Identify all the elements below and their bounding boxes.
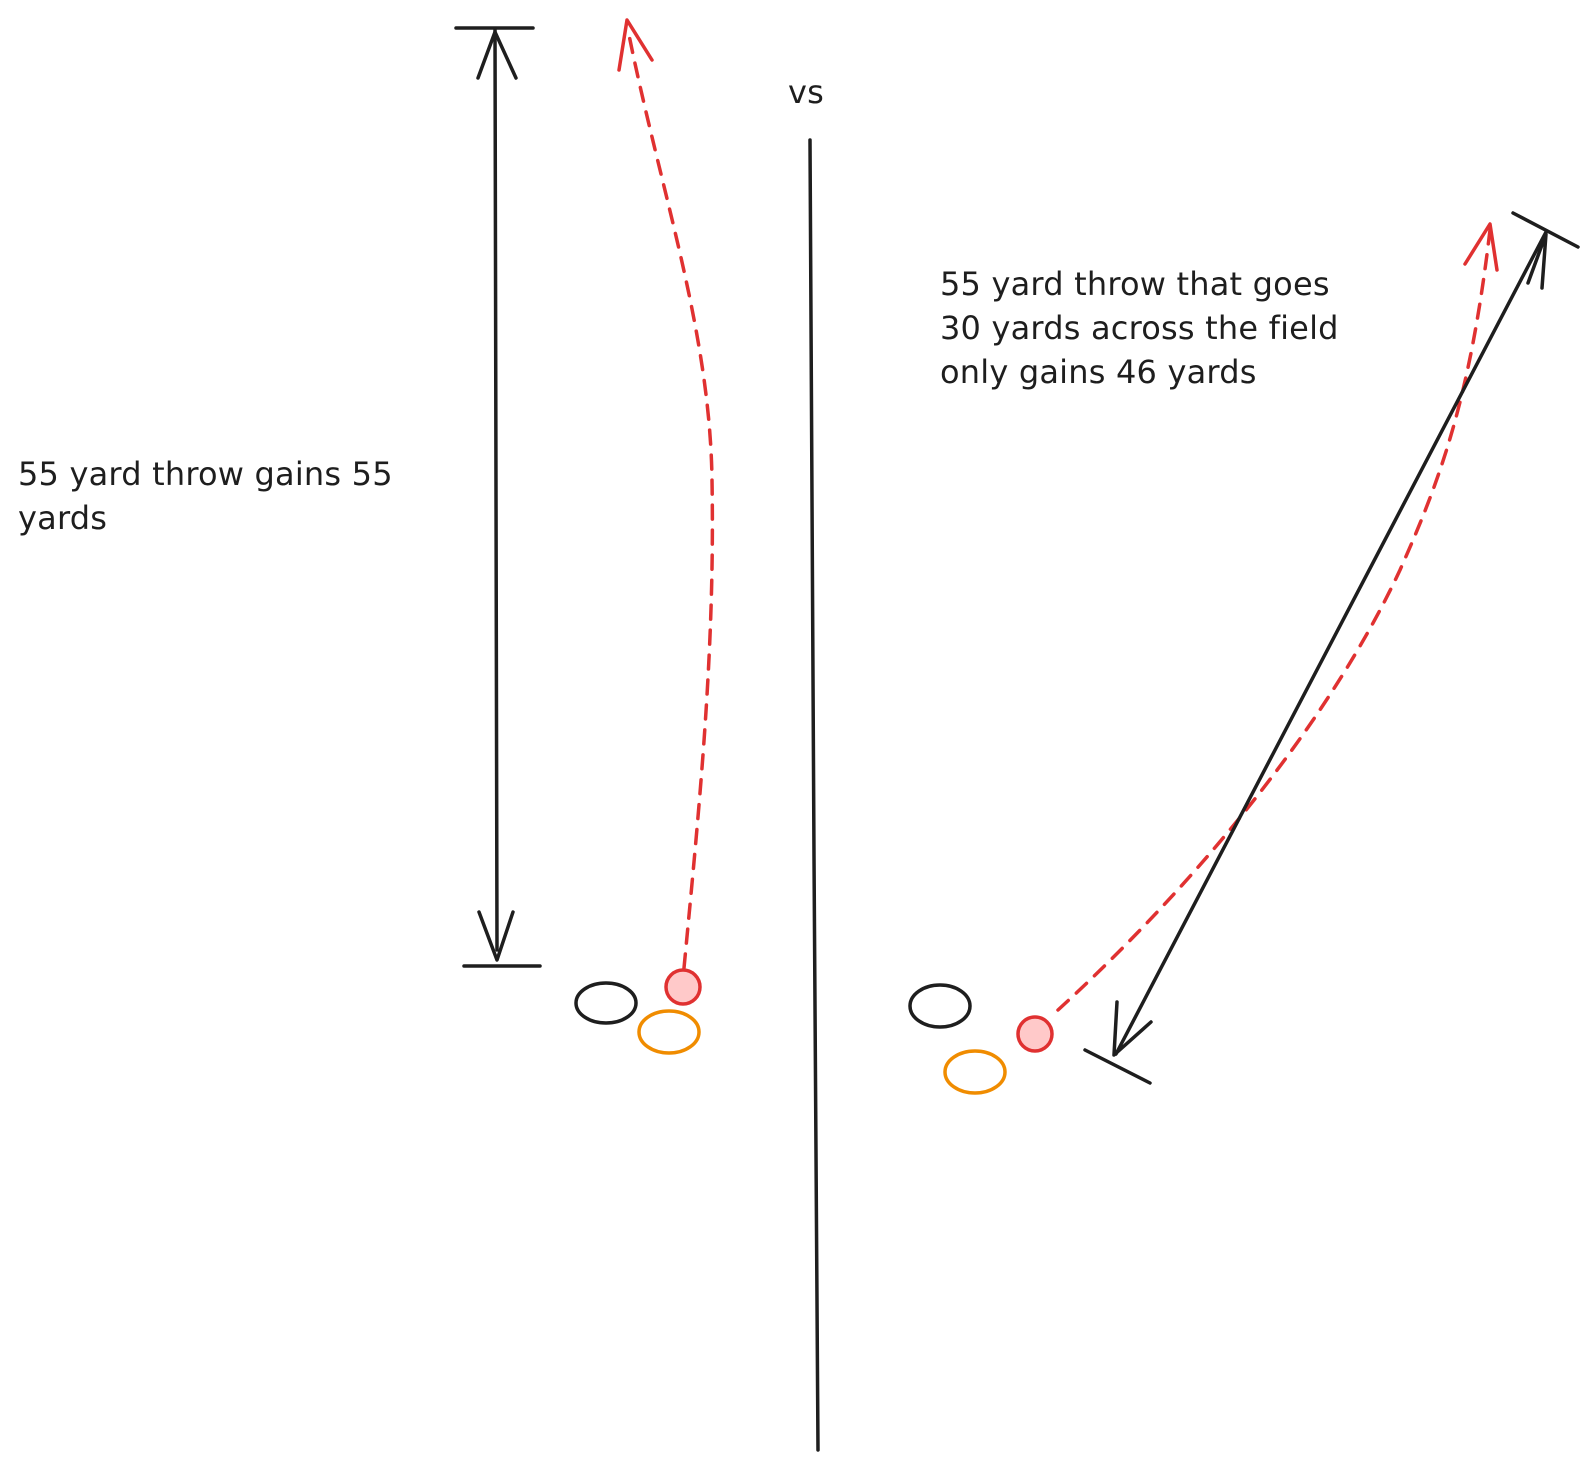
right-receiver-marker (943, 1049, 1007, 1095)
right-distance-measure (1083, 211, 1580, 1085)
left-throw-arrowhead (617, 18, 654, 72)
right-defender-marker (908, 983, 972, 1029)
left-measure-line (493, 28, 500, 952)
left-defender-marker (574, 981, 638, 1025)
right-measure-arrowhead-top (1526, 232, 1548, 290)
left-throw-path (617, 18, 715, 970)
left-measure-arrowhead-bottom (477, 910, 515, 962)
right-throw-arrowhead (1463, 222, 1499, 272)
left-scenario (454, 18, 715, 1055)
right-throw-path (1056, 222, 1499, 1012)
right-scenario-caption: 55 yard throw that goes 30 yards across … (940, 265, 1339, 391)
left-measure-arrowhead-top (476, 30, 518, 80)
left-scenario-caption: 55 yard throw gains 55 yards (18, 455, 393, 537)
left-throw-line (626, 28, 715, 970)
right-measure-top-tick (1511, 211, 1580, 249)
right-measure-bottom-tick (1083, 1048, 1152, 1085)
right-measure-line (1114, 230, 1548, 1056)
left-receiver-marker (637, 1009, 701, 1055)
left-quarterback-marker (664, 968, 702, 1006)
right-throw-line (1056, 228, 1492, 1012)
right-scenario (908, 211, 1580, 1095)
versus-label: vs (788, 73, 825, 111)
left-distance-measure (454, 26, 542, 968)
right-measure-arrowhead-bottom (1112, 1000, 1153, 1057)
center-divider-line (808, 138, 820, 1452)
right-quarterback-marker (1016, 1015, 1054, 1053)
